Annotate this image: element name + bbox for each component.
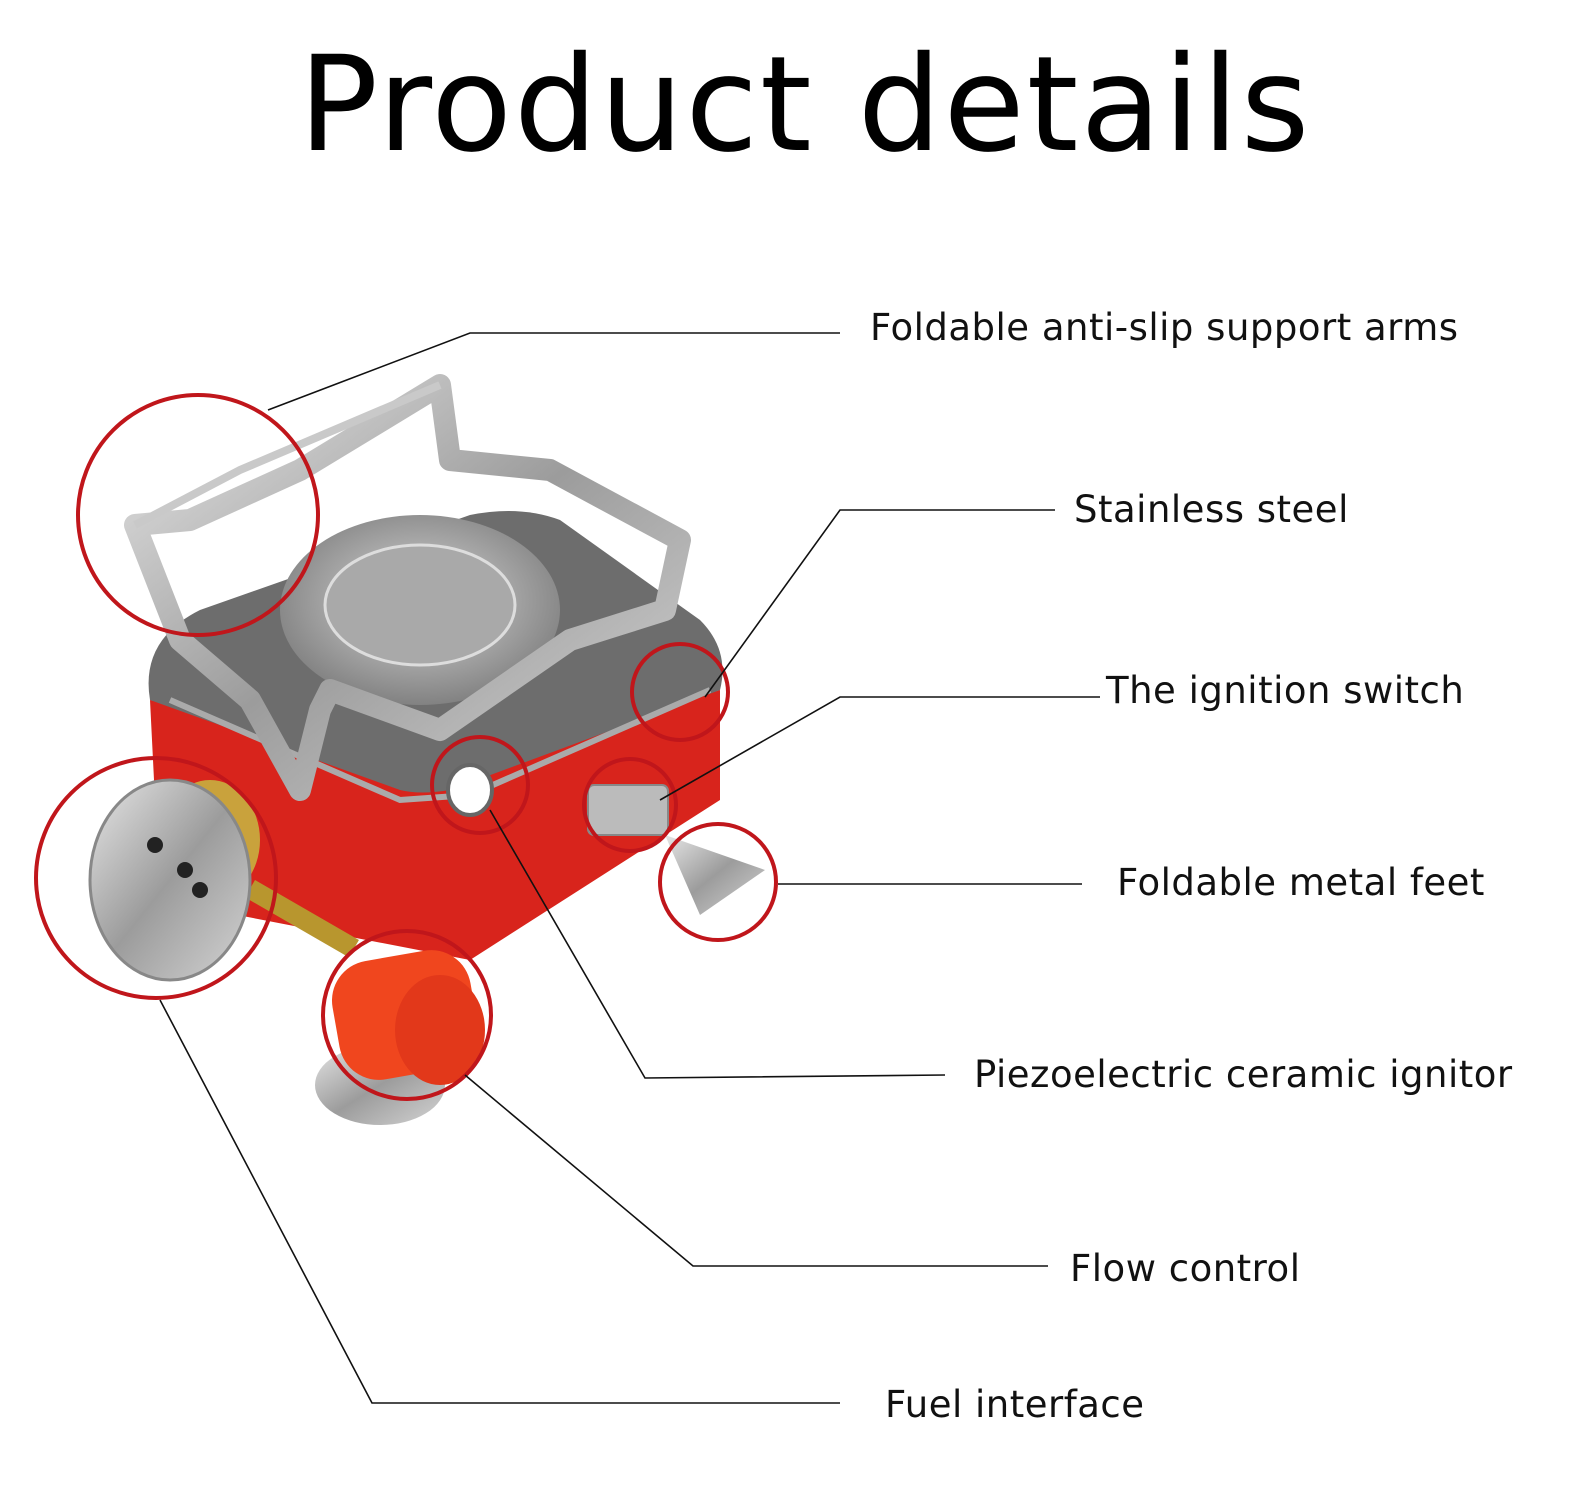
label-support-arms: Foldable anti-slip support arms [870, 306, 1459, 349]
label-fuel-interface: Fuel interface [885, 1383, 1145, 1426]
leader-flow [464, 1074, 1048, 1267]
leader-stainless [704, 509, 1055, 698]
label-flow-control: Flow control [1070, 1247, 1301, 1290]
leader-support-arms [267, 332, 840, 411]
leader-ignitor [489, 809, 946, 1079]
stove-illustration [88, 374, 765, 1125]
label-metal-feet: Foldable metal feet [1117, 861, 1485, 904]
callout-circle-support-arms [76, 393, 320, 637]
callout-circle-stainless [630, 642, 730, 742]
callout-circle-fuel [34, 756, 278, 1000]
label-ignitor: Piezoelectric ceramic ignitor [974, 1053, 1513, 1096]
label-stainless-steel: Stainless steel [1074, 488, 1349, 531]
label-ignition-switch: The ignition switch [1106, 669, 1465, 712]
callout-circle-feet [658, 822, 778, 942]
leader-ignition-switch [659, 696, 1100, 801]
callout-circle-ignitor [430, 735, 530, 835]
page-title: Product details [298, 28, 1312, 182]
callout-circle-flow [321, 929, 493, 1101]
callout-circle-ignition-switch [582, 757, 678, 853]
leader-fuel [159, 999, 840, 1404]
